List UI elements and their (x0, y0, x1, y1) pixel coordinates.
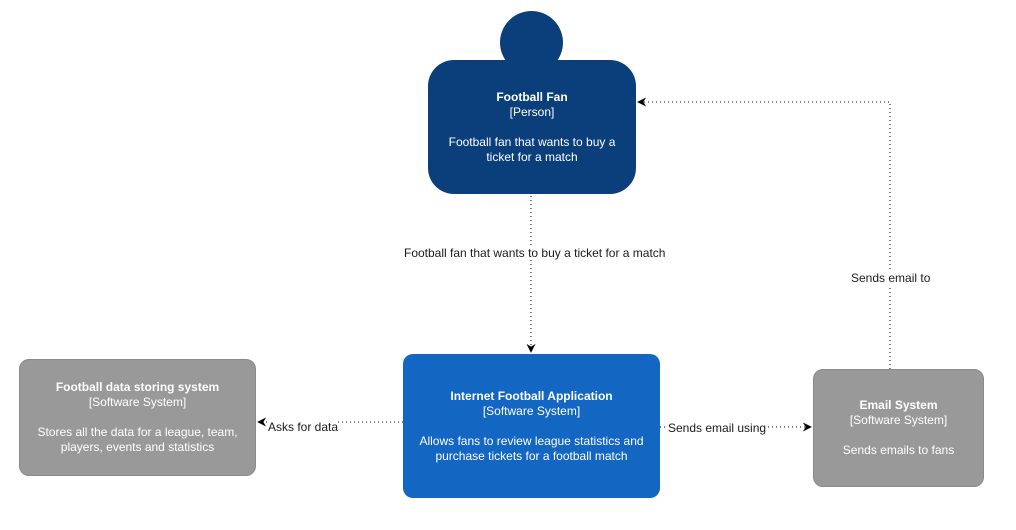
node-title: Football Fan (496, 89, 568, 104)
node-title: Football data storing system (55, 380, 220, 394)
node-description: Sends emails to fans (842, 443, 955, 457)
edge-label-app-to-email: Sends email using (668, 421, 767, 435)
edge-label-email-to-fan: Sends email to (851, 271, 931, 285)
node-football-data-storing-system[interactable]: Football data storing system [Software S… (19, 359, 256, 476)
node-description: Football fan that wants to buy a ticket … (448, 134, 616, 164)
node-type: [Software System] (482, 403, 581, 418)
node-title: Email System (859, 398, 938, 412)
node-description: Allows fans to review league statistics … (419, 433, 644, 463)
node-email-system[interactable]: Email System [Software System] Sends ema… (813, 369, 984, 487)
node-internet-football-application[interactable]: Internet Football Application [Software … (403, 354, 660, 498)
edge-label-app-to-data: Asks for data (268, 420, 339, 434)
edge-label-fan-to-app: Football fan that wants to buy a ticket … (404, 246, 666, 260)
node-type: [Person] (509, 104, 555, 119)
node-title: Internet Football Application (450, 388, 613, 403)
node-type: [Software System] (849, 413, 948, 427)
node-football-fan[interactable]: Football Fan [Person] Football fan that … (428, 60, 636, 194)
node-type: [Software System] (88, 395, 187, 409)
edge-email-to-fan (637, 97, 891, 369)
node-description: Stores all the data for a league, team, … (37, 425, 238, 454)
